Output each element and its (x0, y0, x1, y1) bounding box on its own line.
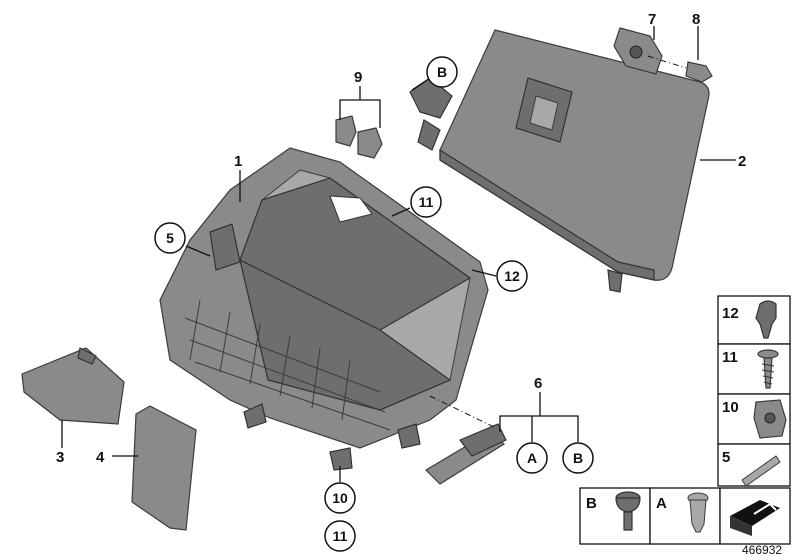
legend-label-12: 12 (722, 305, 739, 322)
lock-part (613, 27, 687, 75)
legend-box-11 (717, 343, 791, 395)
side-cover-part (131, 405, 197, 531)
glovebox-lid (409, 29, 710, 293)
legend-label-5: 5 (722, 449, 730, 466)
label-9: 9 (354, 69, 362, 86)
legend-label-B: B (586, 495, 597, 512)
label-2: 2 (738, 153, 746, 170)
cap-part (685, 61, 713, 83)
svg-text:B: B (437, 64, 447, 80)
legend-label-A: A (656, 495, 667, 512)
damper-part (425, 395, 507, 485)
callout-11-lower: 11 (324, 520, 356, 552)
svg-text:12: 12 (504, 268, 520, 284)
legend-label-11: 11 (722, 349, 738, 366)
label-4: 4 (96, 449, 105, 466)
push-pin-icon (687, 492, 709, 533)
clips-part (335, 115, 383, 159)
label-8: 8 (692, 11, 700, 28)
label-6: 6 (534, 375, 542, 392)
leader-lines (61, 26, 736, 482)
legend-bottom-row: B A (579, 487, 791, 545)
legend-box-12 (717, 295, 791, 345)
rivet-icon (615, 491, 641, 531)
diagram-number: 466932 (742, 543, 782, 557)
rubber-buffer-icon (755, 300, 777, 339)
screw-icon (757, 349, 779, 389)
small-cover-part (21, 347, 125, 425)
label-1: 1 (234, 153, 242, 170)
callout-12: 12 (496, 260, 528, 292)
svg-text:B: B (573, 450, 583, 466)
callout-B: B (562, 442, 594, 474)
svg-text:11: 11 (419, 194, 434, 210)
callout-10: 10 (324, 482, 356, 514)
svg-text:5: 5 (166, 230, 174, 246)
glovebox-housing (159, 147, 489, 471)
svg-text:11: 11 (333, 528, 348, 544)
pin-icon (741, 455, 781, 487)
legend-label-10: 10 (722, 399, 739, 416)
label-7: 7 (648, 11, 656, 28)
svg-text:A: A (527, 450, 537, 466)
panel-symbol-icon (730, 500, 780, 536)
callout-11-upper: 11 (410, 186, 442, 218)
callout-A: A (516, 442, 548, 474)
callout-B-top: B (426, 56, 458, 88)
callout-5: 5 (154, 222, 186, 254)
legend-fasteners: 12 11 10 5 (717, 295, 791, 487)
svg-text:10: 10 (332, 490, 348, 506)
label-3: 3 (56, 449, 64, 466)
